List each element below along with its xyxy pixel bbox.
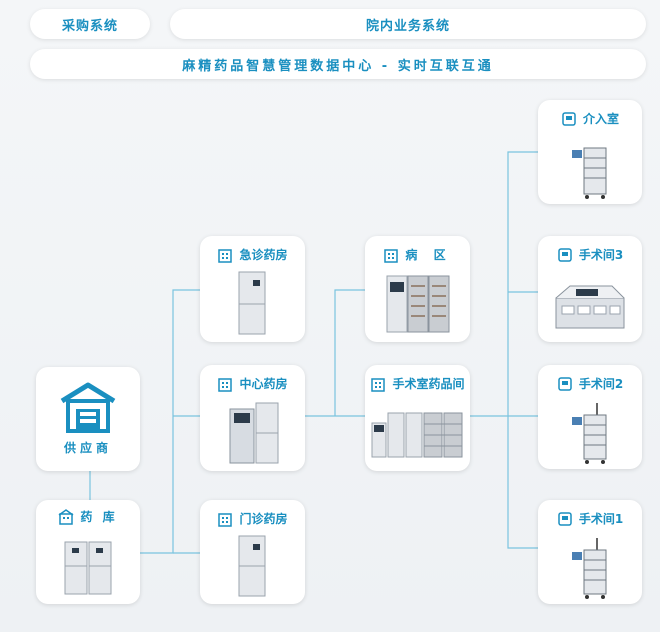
or2-title: 手术间2 <box>538 375 642 392</box>
single-cabinet-machine <box>238 535 266 597</box>
outpatient-title: 门诊药房 <box>200 510 305 527</box>
branch-or1 <box>507 416 538 549</box>
interventional-title: 介入室 <box>538 110 642 127</box>
hospital-system-pill[interactable]: 院内业务系统 <box>170 9 646 39</box>
central-label: 中心药房 <box>239 377 288 391</box>
building-icon <box>384 248 399 263</box>
building-icon <box>371 377 386 392</box>
building-icon <box>218 377 233 392</box>
cabinet-array-machine <box>371 412 463 458</box>
emergency-label: 急诊药房 <box>239 248 288 262</box>
operating-room-3-card[interactable]: 手术间3 <box>538 236 642 342</box>
mobile-cart-machine <box>572 403 607 464</box>
warehouse-title: 药 库 <box>36 508 140 525</box>
data-center-banner: 麻精药品智慧管理数据中心 - 实时互联互通 <box>30 49 646 79</box>
mobile-cart-machine <box>572 538 607 599</box>
or-pharmacy-label: 手术室药品间 <box>392 377 465 391</box>
hospital-system-label: 院内业务系统 <box>365 18 450 34</box>
or1-title: 手术间1 <box>538 510 642 527</box>
building-icon <box>58 508 74 525</box>
dispensing-machine <box>229 402 279 464</box>
or1-label: 手术间1 <box>578 512 624 526</box>
outpatient-label: 门诊药房 <box>239 512 288 526</box>
or-pharmacy-title: 手术室药品间 <box>365 375 470 392</box>
or3-label: 手术间3 <box>578 248 624 262</box>
procurement-system-pill[interactable]: 采购系统 <box>30 9 150 39</box>
supplier-label: 供应商 <box>63 441 112 455</box>
data-center-label: 麻精药品智慧管理数据中心 - 实时互联互通 <box>182 58 494 74</box>
interventional-label: 介入室 <box>582 112 619 126</box>
ward-title: 病 区 <box>365 246 470 263</box>
building-icon <box>218 512 233 527</box>
medicine-tray-machine <box>555 285 625 329</box>
interventional-room-card[interactable]: 介入室 <box>538 100 642 204</box>
room-icon <box>558 247 572 262</box>
mobile-cart-machine <box>572 147 607 199</box>
single-cabinet-machine <box>238 271 266 335</box>
room-icon <box>562 111 576 126</box>
branch-interventional <box>507 151 538 416</box>
operating-room-1-card[interactable]: 手术间1 <box>538 500 642 604</box>
ward-card[interactable]: 病 区 <box>365 236 470 342</box>
building-icon <box>218 248 233 263</box>
warehouse-card[interactable]: 药 库 <box>36 500 140 604</box>
central-title: 中心药房 <box>200 375 305 392</box>
room-icon <box>558 376 572 391</box>
warehouse-branch-top <box>140 289 200 554</box>
or2-label: 手术间2 <box>578 377 624 391</box>
warehouse-label: 药 库 <box>80 510 118 524</box>
outpatient-pharmacy-card[interactable]: 门诊药房 <box>200 500 305 604</box>
procurement-system-label: 采购系统 <box>61 18 118 34</box>
double-cabinet-machine <box>64 541 112 595</box>
supplier-card[interactable]: 供应商 <box>36 367 140 471</box>
ward-label: 病 区 <box>405 248 452 262</box>
operating-room-2-card[interactable]: 手术间2 <box>538 365 642 469</box>
emergency-pharmacy-card[interactable]: 急诊药房 <box>200 236 305 342</box>
warehouse-building-icon <box>60 382 116 433</box>
room-icon <box>558 511 572 526</box>
central-ward-link <box>334 289 365 416</box>
emergency-title: 急诊药房 <box>200 246 305 263</box>
central-pharmacy-card[interactable]: 中心药房 <box>200 365 305 471</box>
or-pharmacy-card[interactable]: 手术室药品间 <box>365 365 470 471</box>
or3-title: 手术间3 <box>538 246 642 263</box>
ward-cabinet-machine <box>386 275 450 333</box>
